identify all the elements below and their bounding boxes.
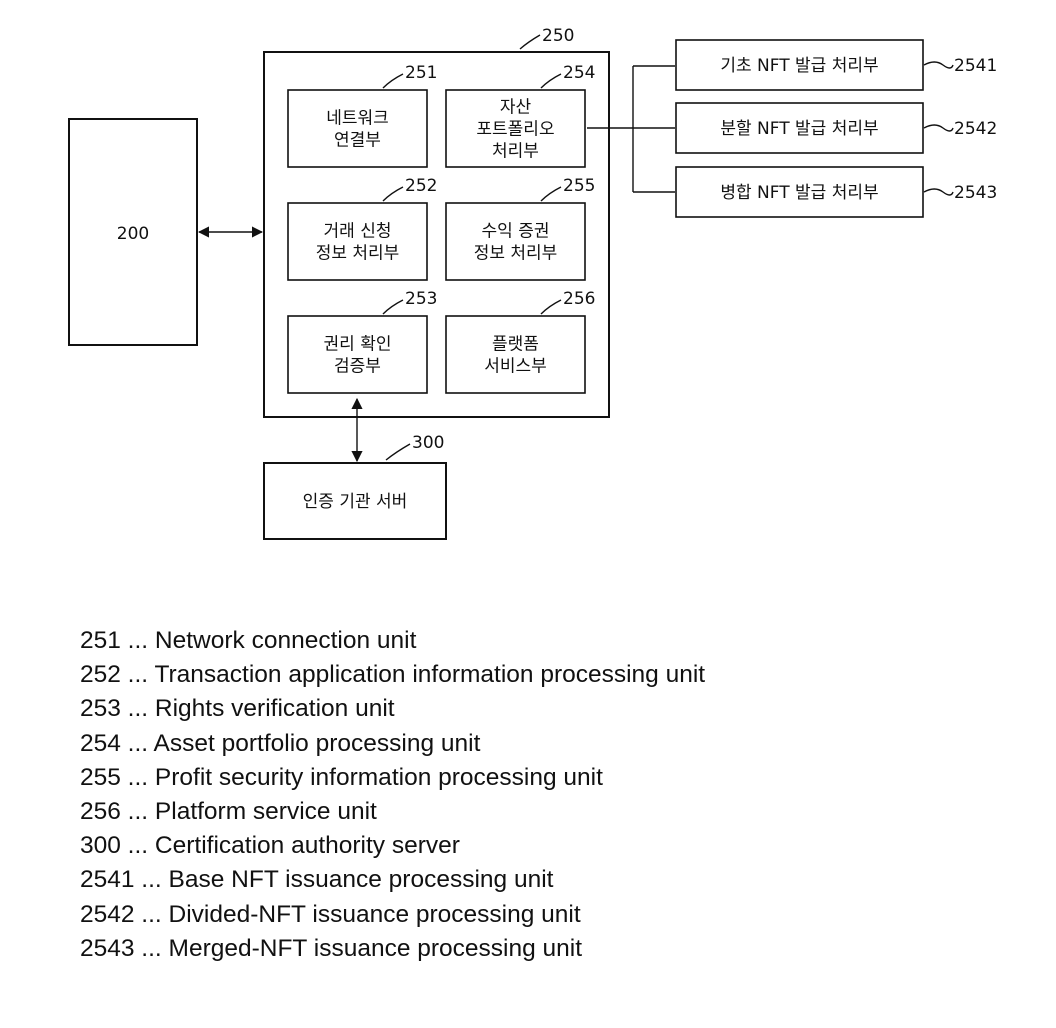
nft-unit-2542-leader <box>924 125 953 131</box>
nft-unit-2541-ref: 2541 <box>954 56 997 76</box>
nft-unit-2542-label: 분할 NFT 발급 처리부 <box>720 119 878 139</box>
unit-255-ref: 255 <box>563 176 595 196</box>
legend-item: 255 ... Profit security information proc… <box>80 761 705 795</box>
terminal-block: 200 <box>69 119 197 345</box>
auth-server-ref: 300 <box>412 433 444 453</box>
legend-item: 2543 ... Merged-NFT issuance processing … <box>80 932 705 966</box>
nft-unit-boxes: 기초 NFT 발급 처리부 2541 분할 NFT 발급 처리부 2542 병합 NFT… <box>676 40 997 217</box>
unit-254-label-line: 포트폴리오 <box>476 120 554 140</box>
reference-legend: 251 ... Network connection unit252 ... T… <box>80 624 705 966</box>
terminal-ref: 200 <box>117 224 149 244</box>
nft-unit-2541: 기초 NFT 발급 처리부 2541 <box>676 40 997 90</box>
auth-server-label: 인증 기관 서버 <box>303 492 408 512</box>
nft-unit-2543-ref: 2543 <box>954 183 997 203</box>
unit-256-label-line: 플랫폼 <box>492 335 539 355</box>
server-leader <box>520 35 540 49</box>
unit-252-label-line: 정보 처리부 <box>316 244 400 264</box>
unit-251-label-line: 네트워크 <box>326 109 389 129</box>
nft-unit-2542: 분할 NFT 발급 처리부 2542 <box>676 103 997 153</box>
unit-252-ref: 252 <box>405 176 437 196</box>
unit-254-ref: 254 <box>563 63 595 83</box>
legend-item: 300 ... Certification authority server <box>80 829 705 863</box>
legend-item: 2542 ... Divided-NFT issuance processing… <box>80 898 705 932</box>
server-ref: 250 <box>542 26 574 46</box>
nft-unit-2543-leader <box>924 189 953 195</box>
legend-item: 251 ... Network connection unit <box>80 624 705 658</box>
legend-item: 252 ... Transaction application informat… <box>80 658 705 692</box>
legend-item: 2541 ... Base NFT issuance processing un… <box>80 863 705 897</box>
unit-255-label-line: 수익 증권 <box>482 222 550 242</box>
nft-unit-2541-label: 기초 NFT 발급 처리부 <box>720 56 878 76</box>
nft-unit-2541-leader <box>924 62 953 68</box>
legend-item: 253 ... Rights verification unit <box>80 692 705 726</box>
unit-256-ref: 256 <box>563 289 595 309</box>
unit-256-label-line: 서비스부 <box>484 357 547 377</box>
nft-unit-2542-ref: 2542 <box>954 119 997 139</box>
unit-255-label-line: 정보 처리부 <box>474 244 558 264</box>
unit-254-label-line: 자산 <box>500 98 532 118</box>
unit-253-ref: 253 <box>405 289 437 309</box>
nft-unit-2543-label: 병합 NFT 발급 처리부 <box>720 183 878 203</box>
unit-253-label-line: 권리 확인 <box>324 335 392 355</box>
auth-server-leader <box>386 444 410 460</box>
unit-254-label-line: 처리부 <box>492 142 539 162</box>
legend-item: 254 ... Asset portfolio processing unit <box>80 727 705 761</box>
nft-unit-2543: 병합 NFT 발급 처리부 2543 <box>676 167 997 217</box>
unit-253-label-line: 검증부 <box>334 357 381 377</box>
unit-251-label-line: 연결부 <box>334 131 381 151</box>
auth-server-block: 인증 기관 서버 300 <box>264 433 446 539</box>
unit-252-label-line: 거래 신청 <box>324 222 392 242</box>
legend-item: 256 ... Platform service unit <box>80 795 705 829</box>
unit-251-ref: 251 <box>405 63 437 83</box>
block-diagram: 200 250 네트워크연결부251거래 신청정보 처리부252권리 확인검증부… <box>0 0 1056 600</box>
